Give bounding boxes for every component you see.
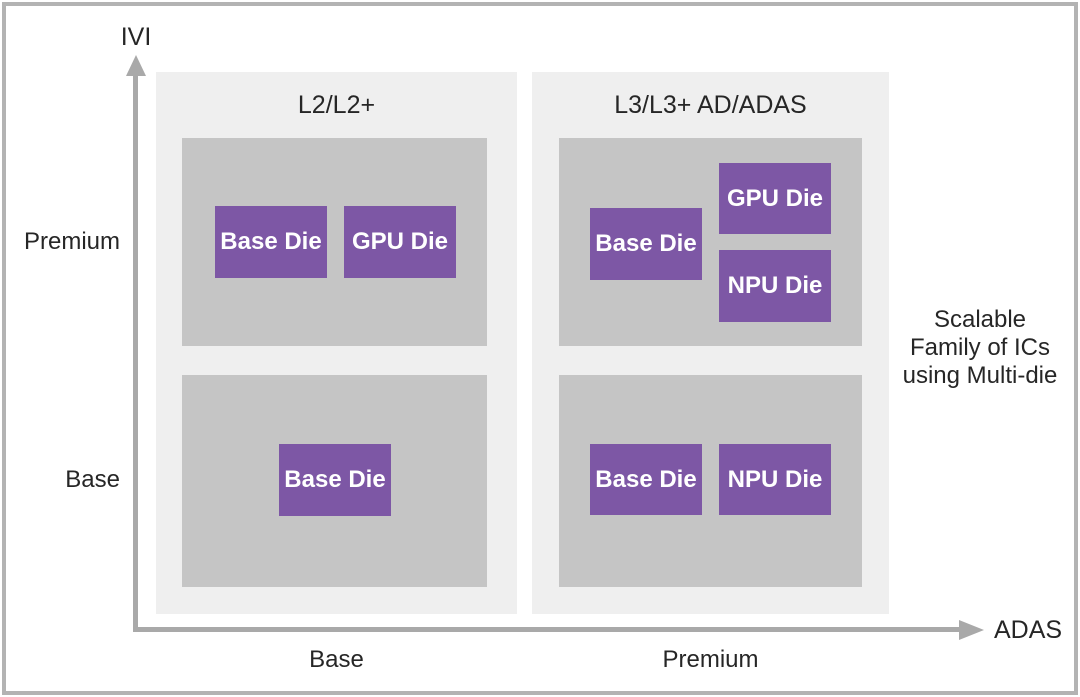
x-tick-base: Base <box>309 646 364 673</box>
panel-l3-base-chip: Base Die NPU Die <box>559 375 862 587</box>
npu-die-box: NPU Die <box>719 250 831 322</box>
panel-l2-title: L2/L2+ <box>297 91 376 119</box>
ivi-axis-line <box>133 74 138 631</box>
base-die-box: Base Die <box>279 444 391 516</box>
base-die-box: Base Die <box>215 206 327 278</box>
gpu-die-box: GPU Die <box>344 206 456 278</box>
adas-axis-label: ADAS <box>994 616 1063 644</box>
panel-l3-title: L3/L3+ AD/ADAS <box>614 91 807 119</box>
panel-l2: L2/L2+ Base Die GPU Die Base Die <box>156 72 517 614</box>
ivi-axis-label: IVI <box>120 23 152 51</box>
annotation-line: Scalable <box>933 306 1027 333</box>
adas-axis-line <box>133 627 959 632</box>
gpu-die-box: GPU Die <box>719 163 831 234</box>
annotation-line: Family of ICs <box>909 334 1050 361</box>
y-tick-base: Base <box>65 466 120 493</box>
panel-l3: L3/L3+ AD/ADAS Base Die GPU Die NPU Die … <box>532 72 889 614</box>
y-tick-premium: Premium <box>23 228 120 255</box>
base-die-box: Base Die <box>590 444 702 515</box>
annotation-line: using Multi-die <box>902 362 1058 389</box>
panel-l2-base-chip: Base Die <box>182 375 487 587</box>
adas-axis-arrowhead-icon <box>959 620 984 640</box>
ivi-axis-arrowhead-icon <box>126 55 146 76</box>
base-die-box: Base Die <box>590 208 702 280</box>
x-tick-premium: Premium <box>662 646 759 673</box>
panel-l3-premium-chip: Base Die GPU Die NPU Die <box>559 138 862 346</box>
scalable-family-annotation: Scalable Family of ICs using Multi-die <box>902 306 1058 390</box>
panel-l2-premium-chip: Base Die GPU Die <box>182 138 487 346</box>
npu-die-box: NPU Die <box>719 444 831 515</box>
